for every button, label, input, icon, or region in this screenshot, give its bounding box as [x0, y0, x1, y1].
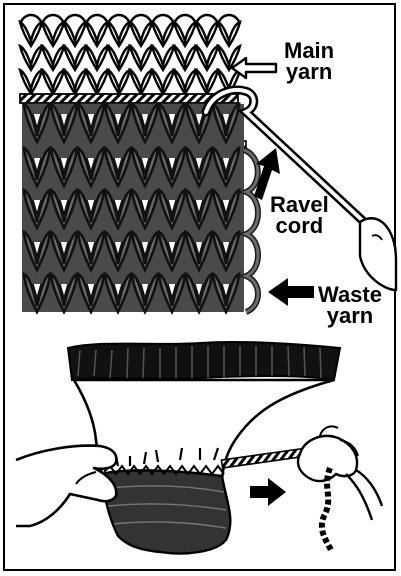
main-yarn-stitch — [108, 22, 130, 46]
main-yarn-stitch — [108, 70, 130, 94]
main-yarn-stitch — [42, 46, 64, 70]
main-yarn-stitch — [20, 46, 42, 70]
waste-yarn-stitches — [22, 104, 244, 312]
main-yarn-stitch — [86, 70, 108, 94]
main-yarn-stitch — [64, 70, 86, 94]
label-main-yarn: Main yarn — [284, 40, 334, 82]
main-yarn-stitch — [64, 22, 86, 46]
main-yarn-stitch — [86, 22, 108, 46]
main-yarn-stitch — [20, 22, 42, 46]
label-ravel-cord-line1: Ravel — [270, 194, 329, 215]
main-yarn-stitch — [108, 46, 130, 70]
main-yarn-stitch — [130, 70, 152, 94]
label-waste-yarn-line1: Waste — [318, 284, 382, 305]
main-yarn-stitch — [20, 70, 42, 94]
main-yarn-stitch — [152, 70, 174, 94]
main-yarn-stitch — [174, 46, 196, 70]
ravel-cord-pulled — [221, 449, 301, 468]
main-yarn-stitches — [20, 15, 240, 94]
main-yarn-stitch — [218, 22, 240, 46]
hand-icon — [16, 446, 116, 526]
main-yarn-stitch — [152, 46, 174, 70]
main-yarn-stitch — [196, 46, 218, 70]
arrow-solid-icon — [268, 278, 314, 306]
arrow-solid-icon — [250, 478, 286, 506]
main-yarn-stitch — [174, 22, 196, 46]
main-yarn-stitch — [86, 46, 108, 70]
label-main-yarn-line1: Main — [284, 40, 334, 61]
label-waste-yarn-line2: yarn — [318, 305, 382, 326]
label-ravel-cord-line2: cord — [270, 215, 329, 236]
main-yarn-stitch — [42, 22, 64, 46]
main-yarn-stitch — [42, 70, 64, 94]
main-yarn-stitch — [130, 22, 152, 46]
hand-icon — [298, 426, 382, 520]
label-waste-yarn: Waste yarn — [318, 284, 382, 326]
label-ravel-cord: Ravel cord — [270, 194, 329, 236]
ravel-cord-line — [20, 94, 238, 103]
main-yarn-stitch — [64, 46, 86, 70]
main-yarn-stitch — [130, 46, 152, 70]
swatch-top-edge — [20, 15, 240, 24]
main-yarn-stitch — [174, 70, 196, 94]
main-yarn-stitch — [196, 70, 218, 94]
main-yarn-stitch — [152, 22, 174, 46]
main-yarn-stitch — [196, 22, 218, 46]
label-main-yarn-line2: yarn — [284, 61, 334, 82]
